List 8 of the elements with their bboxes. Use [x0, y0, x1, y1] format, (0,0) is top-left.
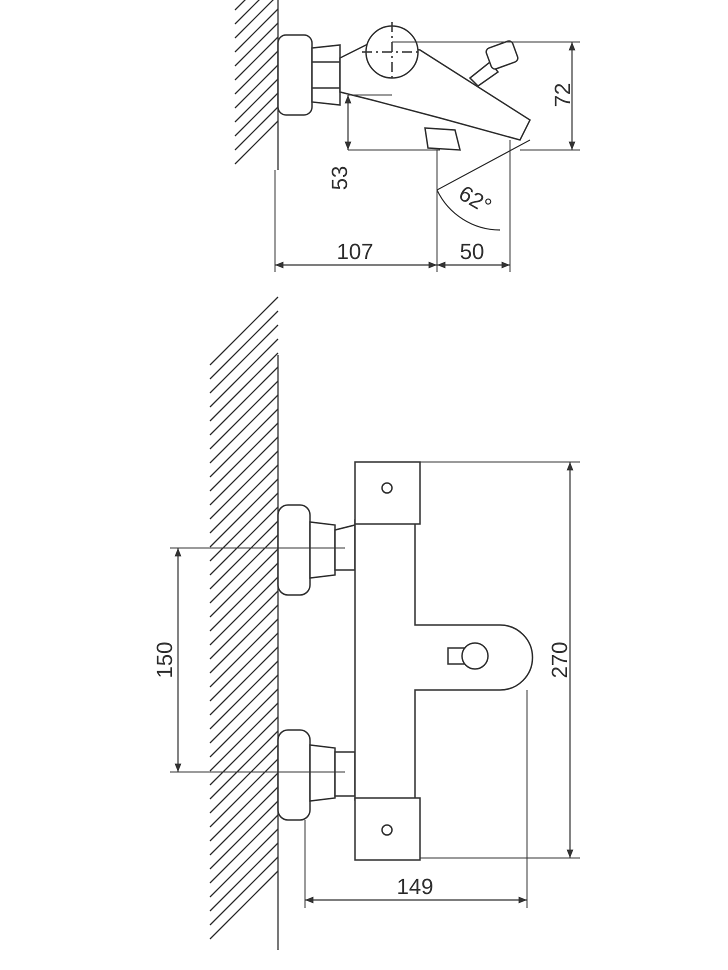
- dimension-label: 150: [154, 642, 176, 678]
- dimension-label: 107: [336, 241, 374, 263]
- dimension-label: 149: [396, 876, 434, 898]
- dimension-label: 53: [329, 166, 351, 190]
- dimension-label: 72: [552, 82, 574, 108]
- dimension-label: 50: [460, 241, 484, 263]
- angle-label: 62°: [455, 182, 495, 218]
- dimension-label: 270: [549, 642, 571, 678]
